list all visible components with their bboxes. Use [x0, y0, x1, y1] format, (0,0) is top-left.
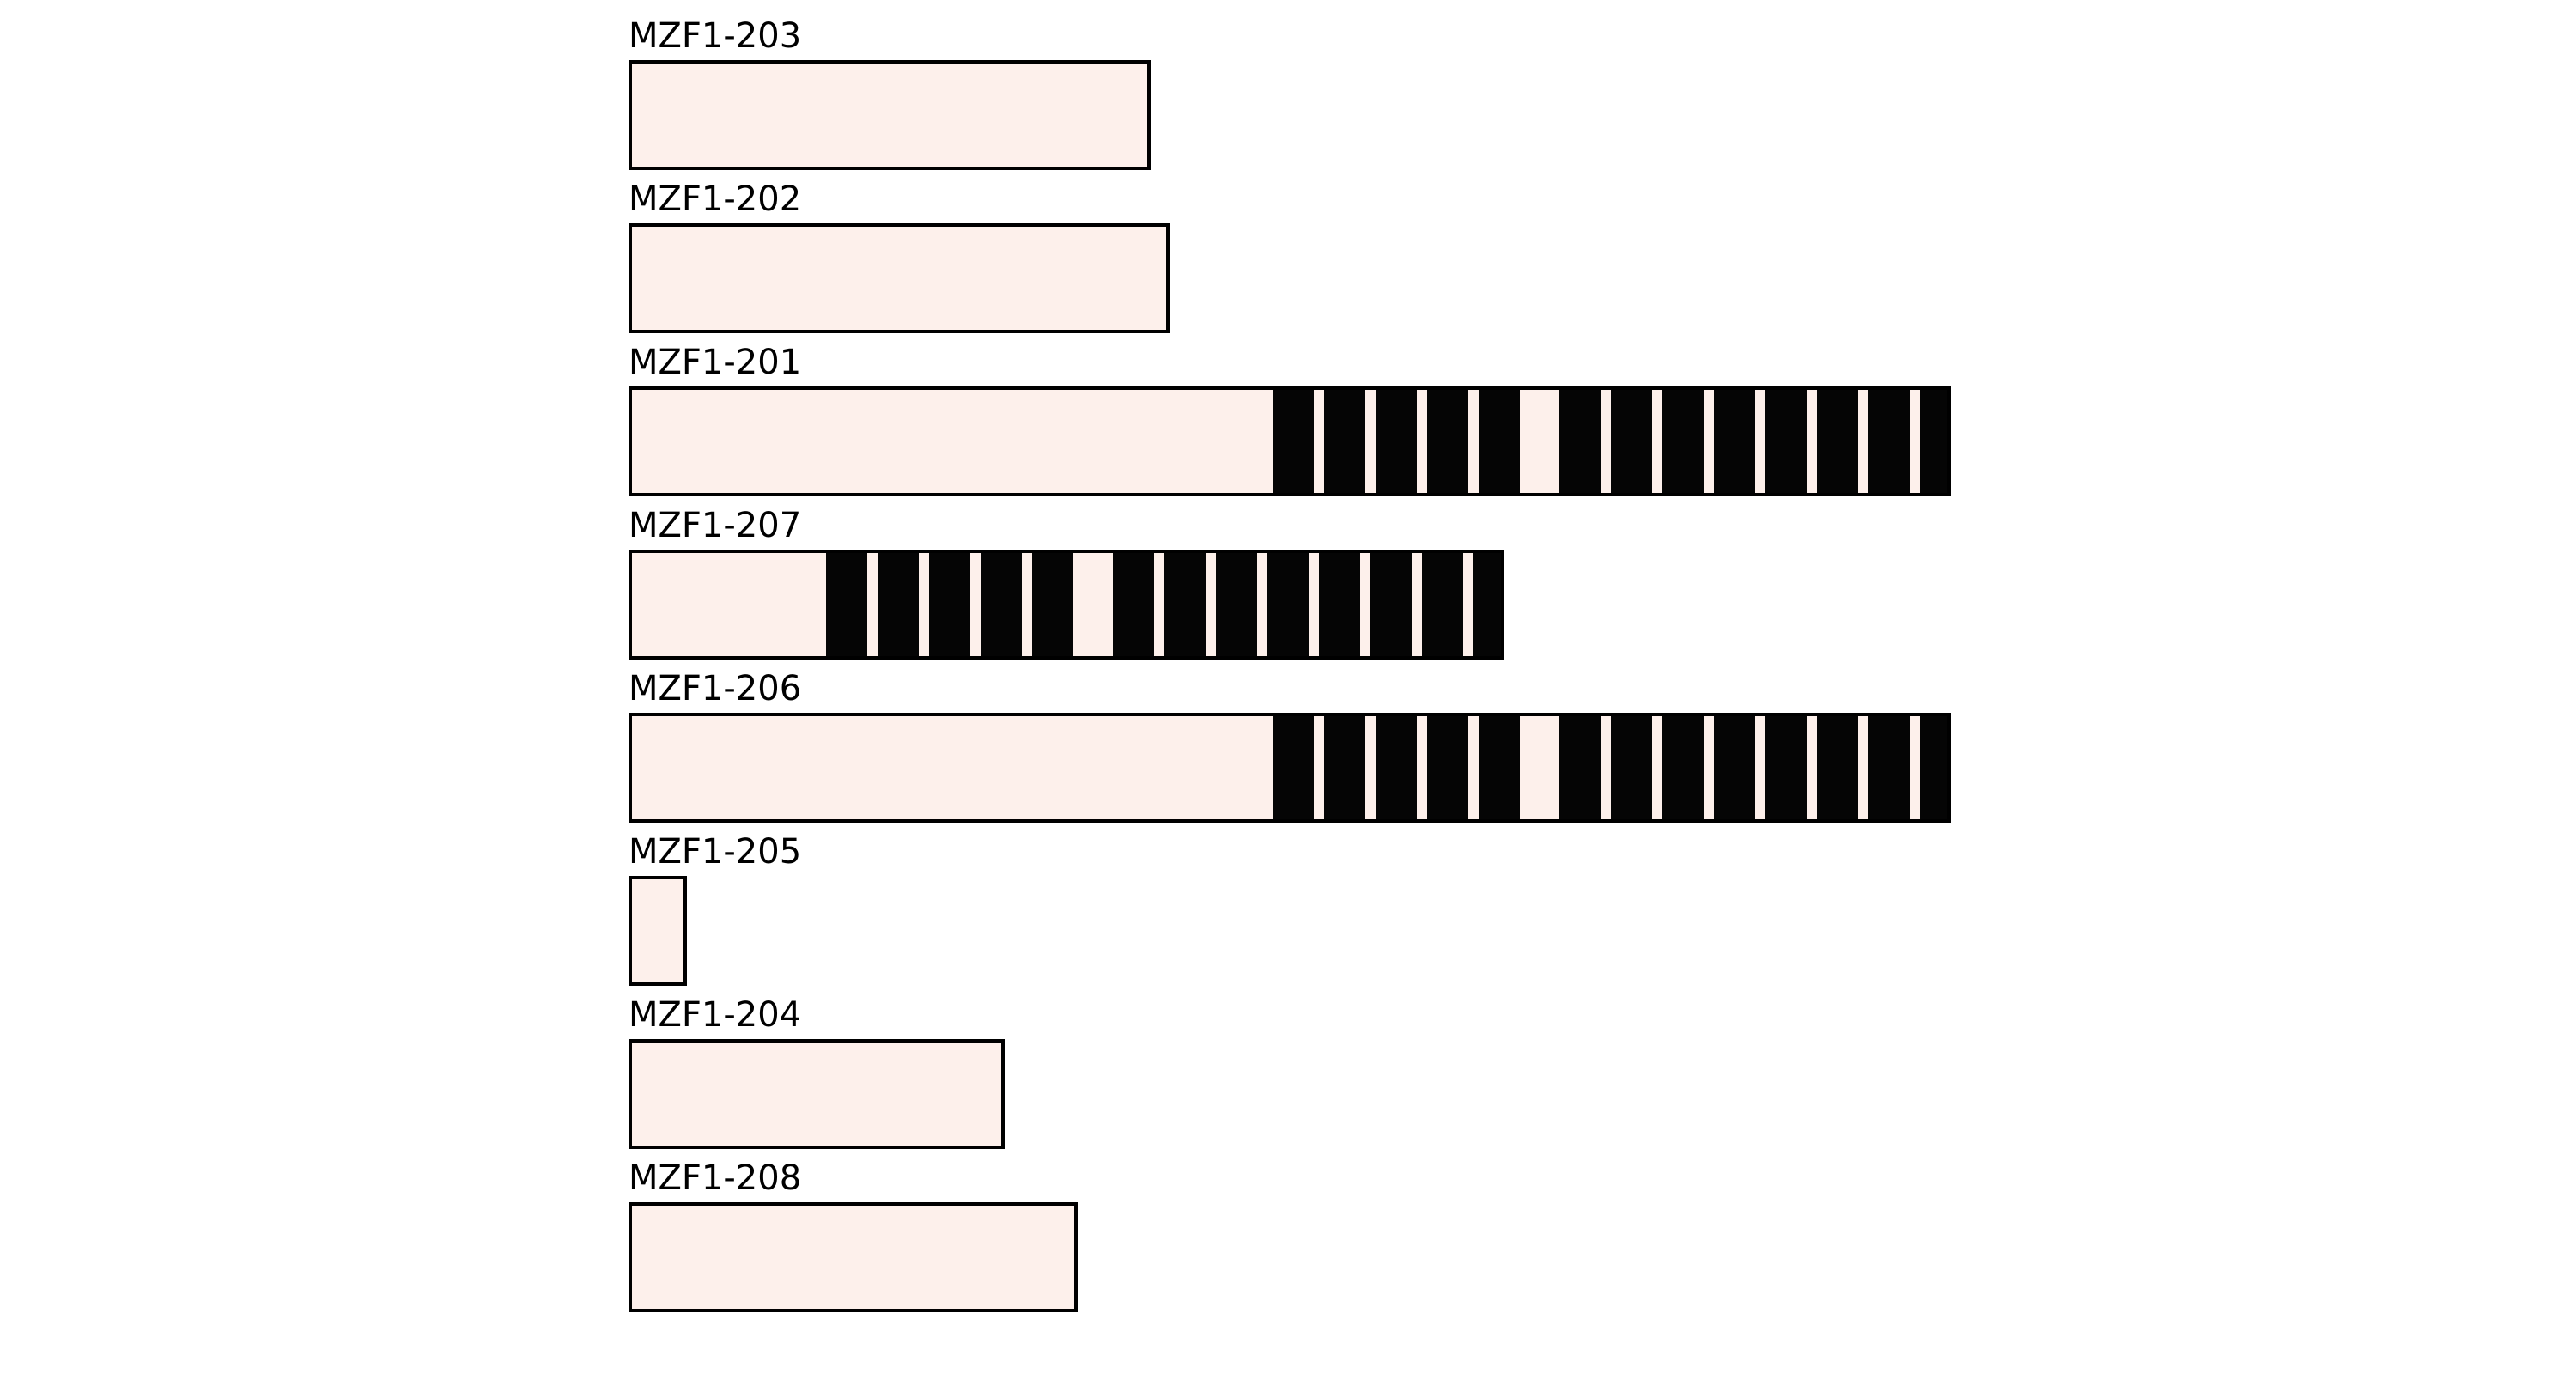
bar-rect[interactable]	[629, 876, 687, 986]
hatch-stripe	[1206, 553, 1216, 656]
hatch-stripe	[1257, 553, 1267, 656]
hatch-stripe	[1807, 716, 1817, 819]
hatch-stripe	[1755, 716, 1765, 819]
hatch-stripe	[1463, 553, 1473, 656]
hatch-stripe	[1755, 390, 1765, 493]
hatch-stripe	[919, 553, 929, 656]
hatch-stripe	[1365, 390, 1376, 493]
hatch-stripe	[1858, 390, 1868, 493]
bar-label: MZF1-203	[629, 16, 802, 56]
hatch-stripe	[1601, 390, 1611, 493]
hatch-stripe	[1314, 390, 1324, 493]
bar-rect[interactable]	[629, 550, 1504, 660]
hatch-stripe	[1314, 716, 1324, 819]
bar-hatch-region	[1273, 716, 1947, 819]
bar-label: MZF1-204	[629, 995, 802, 1035]
hatch-stripe	[970, 553, 981, 656]
hatch-stripe	[1360, 553, 1370, 656]
bar-rect[interactable]	[629, 60, 1151, 170]
bar-rect[interactable]	[629, 386, 1951, 496]
hatch-stripe	[1520, 716, 1559, 819]
bar-hatch-region	[1273, 390, 1947, 493]
bar-rect[interactable]	[629, 713, 1951, 823]
hatch-stripe	[1601, 716, 1611, 819]
hatch-stripe	[1154, 553, 1164, 656]
hatch-stripe	[1520, 390, 1559, 493]
hatch-stripe	[867, 553, 878, 656]
hatch-stripe	[1652, 390, 1662, 493]
hatch-stripe	[1704, 716, 1714, 819]
bar-label: MZF1-206	[629, 669, 802, 708]
bar-rect[interactable]	[629, 1202, 1078, 1312]
hatch-stripe	[1309, 553, 1319, 656]
hatch-stripe	[1022, 553, 1032, 656]
bar-rect[interactable]	[629, 223, 1170, 333]
bar-label: MZF1-207	[629, 506, 802, 545]
hatch-stripe	[1910, 390, 1920, 493]
bar-label: MZF1-202	[629, 179, 802, 219]
hatch-stripe	[1807, 390, 1817, 493]
hatch-stripe	[1468, 390, 1479, 493]
bar-label: MZF1-208	[629, 1158, 802, 1198]
hatch-stripe	[1365, 716, 1376, 819]
bar-rect[interactable]	[629, 1039, 1005, 1149]
bar-label: MZF1-201	[629, 343, 802, 382]
hatch-stripe	[1652, 716, 1662, 819]
bar-hatch-region	[826, 553, 1501, 656]
hatch-stripe	[1910, 716, 1920, 819]
bar-label: MZF1-205	[629, 832, 802, 872]
hatch-stripe	[1412, 553, 1422, 656]
hatch-stripe	[1468, 716, 1479, 819]
hatch-stripe	[1417, 390, 1427, 493]
hatch-stripe	[1417, 716, 1427, 819]
hatch-stripe	[1073, 553, 1113, 656]
hatch-stripe	[1858, 716, 1868, 819]
hatch-stripe	[1704, 390, 1714, 493]
